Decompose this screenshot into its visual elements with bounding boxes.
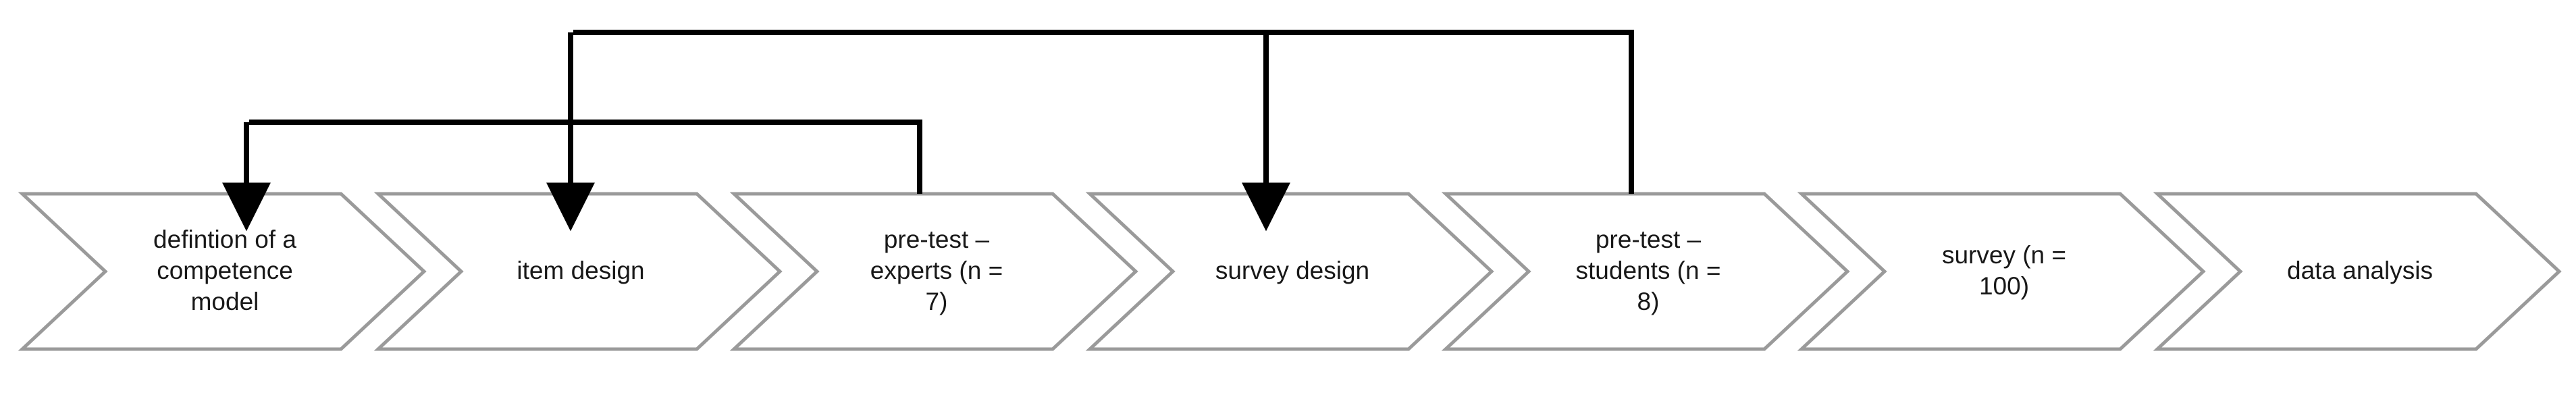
chevron-step-7[interactable] bbox=[2153, 192, 2562, 351]
chevron-shapes bbox=[18, 192, 2562, 351]
chevron-step-2[interactable] bbox=[373, 192, 783, 351]
chevron-step-5[interactable] bbox=[1441, 192, 1850, 351]
chevron-step-3[interactable] bbox=[729, 192, 1138, 351]
chevron-step-6[interactable] bbox=[1797, 192, 2206, 351]
connector-feedback-expert-pretest bbox=[222, 120, 922, 232]
connector-feedback-student-pretest bbox=[568, 30, 1634, 232]
chevron-step-4[interactable] bbox=[1085, 192, 1494, 351]
chevron-step-1[interactable] bbox=[18, 192, 427, 351]
feedback-expert-pretest-path bbox=[249, 120, 922, 194]
feedback-student-pretest-path bbox=[573, 30, 1634, 194]
